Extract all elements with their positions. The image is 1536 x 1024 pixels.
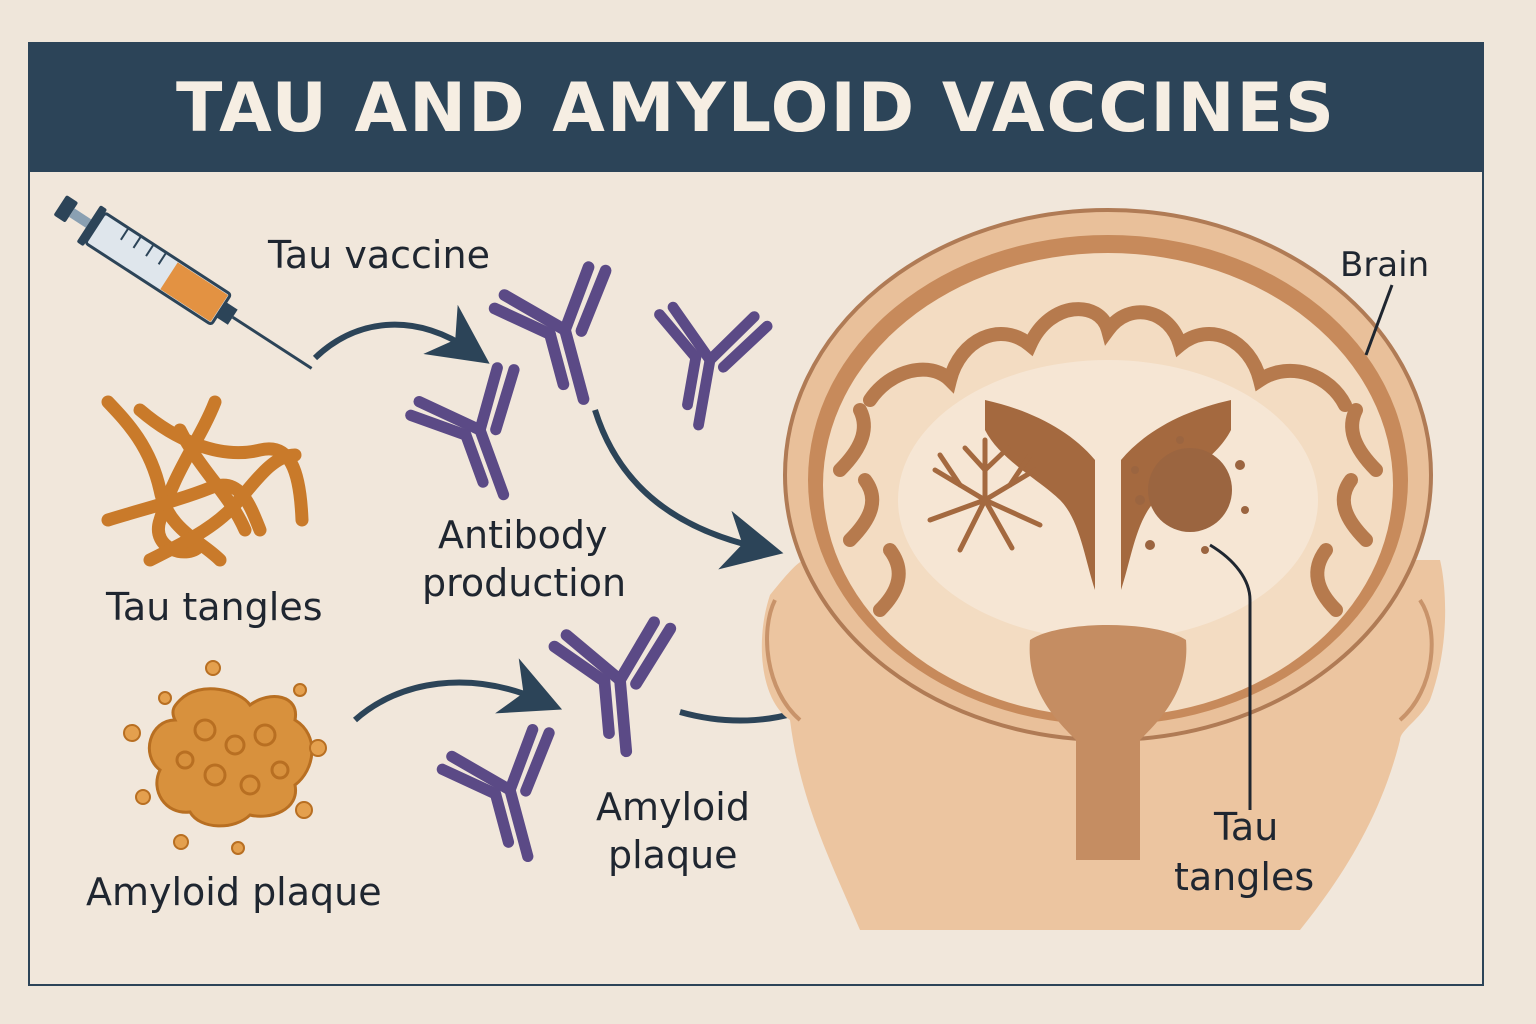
- brain-illustration: [761, 208, 1446, 930]
- amyloid-plaque-left-label: Amyloid plaque: [86, 870, 382, 914]
- antibody-production-label-line1: Antibody: [438, 513, 608, 557]
- antibody-icon: [438, 726, 578, 872]
- tau-tangles-right-label-line1: Tau: [1213, 805, 1278, 849]
- arrow-antibodies-to-brain: [592, 409, 784, 570]
- antibody-icon: [406, 363, 553, 515]
- page-title: TAU AND AMYLOID VACCINES: [176, 68, 1336, 148]
- antibody-production-label-line2: production: [422, 561, 626, 605]
- syringe-icon: [54, 195, 313, 370]
- tau-vaccine-label: Tau vaccine: [267, 233, 490, 277]
- brain-leader-line: [1364, 284, 1394, 356]
- arrow-vaccine-to-antibodies: [312, 304, 490, 364]
- amyloid-plaque-icon: [123, 660, 327, 855]
- tau-tangles-left-label: Tau tangles: [105, 585, 323, 629]
- tau-tangle-icon: [101, 395, 309, 567]
- tau-tangles-leader-line: [1209, 543, 1252, 810]
- antibody-icon: [642, 300, 769, 433]
- title-bar: TAU AND AMYLOID VACCINES: [30, 44, 1482, 172]
- amyloid-plaque-mid-label-line1: Amyloid: [596, 785, 750, 829]
- brain-label: Brain: [1340, 245, 1429, 285]
- antibody-icon: [553, 621, 681, 757]
- amyloid-plaque-mid-label-line2: plaque: [608, 833, 738, 877]
- tau-tangles-right-label-line2: tangles: [1174, 855, 1314, 899]
- arrow-plaque-to-antibodies: [353, 658, 563, 723]
